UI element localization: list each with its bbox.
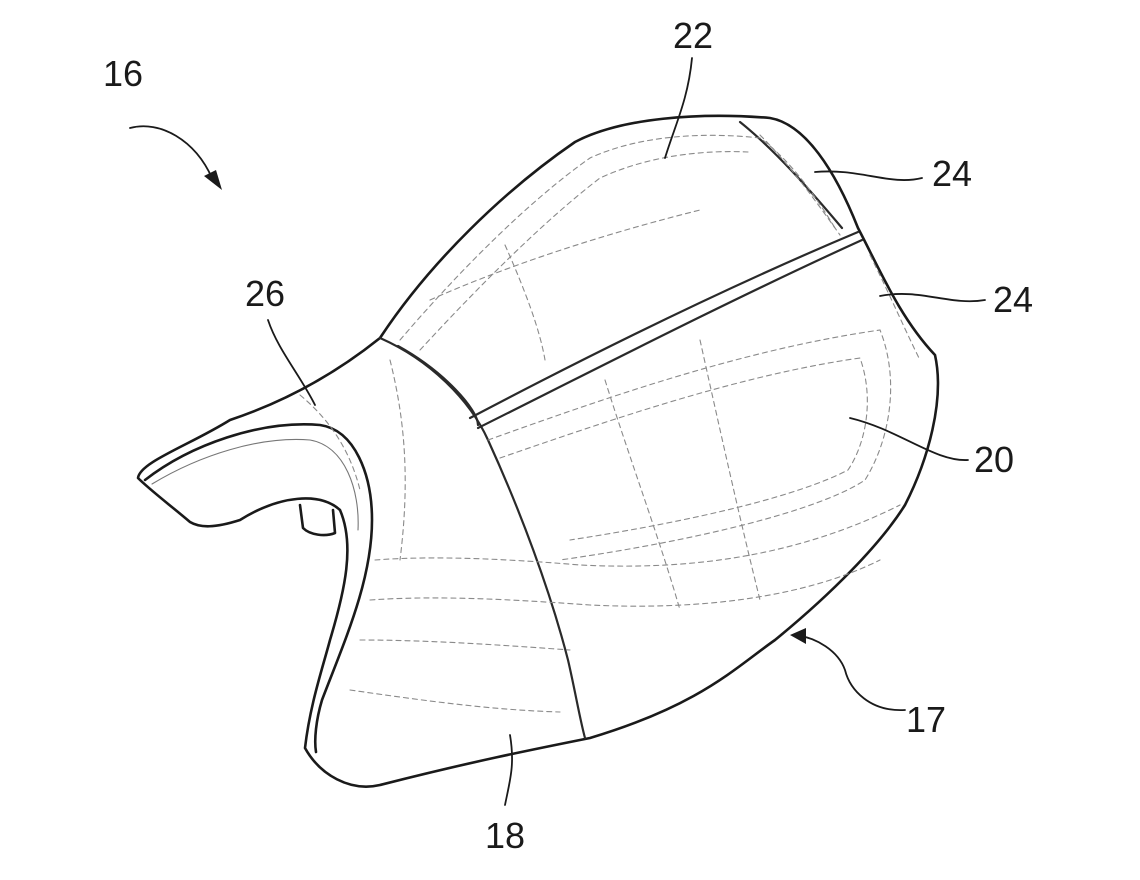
leader-22: [664, 57, 693, 159]
leader-26: [267, 319, 316, 406]
front-stitch-upper: [389, 359, 406, 561]
passenger-driver-seam: [468, 230, 860, 420]
label-20: 20: [974, 439, 1014, 480]
leader-17: [799, 635, 906, 711]
label-24-lower: 24: [993, 279, 1033, 320]
leader-20: [849, 417, 969, 461]
label-16: 16: [103, 53, 143, 94]
leader-24-upper: [814, 170, 923, 181]
leader-lines: [129, 57, 986, 806]
seat-outline: [136, 114, 940, 788]
sidewall-stitch-rear: [869, 254, 921, 361]
mounting-tab: [298, 503, 337, 537]
passenger-stitch-inner: [419, 151, 749, 351]
passenger-stitch-cross-2: [429, 209, 701, 301]
label-24-upper: 24: [932, 153, 972, 194]
label-26: 26: [245, 273, 285, 314]
tank-extension-edge: [143, 423, 374, 754]
tank-stitch: [299, 394, 361, 491]
driver-stitch-cross-2: [699, 339, 761, 601]
panel-seam-parallel: [396, 344, 480, 427]
front-inner-line: [151, 438, 359, 531]
passenger-stitch-outer: [399, 134, 836, 341]
front-stitch-4: [349, 689, 561, 713]
seat-seams: [378, 120, 864, 740]
front-stitch-3: [359, 639, 571, 651]
front-stitch-1: [374, 504, 901, 567]
leader-18: [504, 734, 513, 806]
stitch-lines: [299, 134, 921, 713]
seat-outer-contour: [136, 114, 940, 788]
front-stitch-2: [369, 559, 881, 607]
leader-16: [129, 125, 213, 179]
driver-stitch-outer: [487, 329, 892, 561]
passenger-driver-seam-2: [476, 238, 864, 430]
arrowhead-17: [790, 628, 806, 644]
label-18: 18: [485, 815, 525, 856]
reference-numerals: 16 17 18 20 22 24 24 26: [103, 15, 1033, 856]
arrowhead-16: [204, 170, 222, 190]
label-22: 22: [673, 15, 713, 56]
sidewall-stitch-rear-2: [759, 134, 841, 236]
label-17: 17: [906, 699, 946, 740]
driver-stitch-inner: [499, 357, 868, 541]
driver-stitch-cross: [604, 379, 681, 611]
leader-24-lower: [879, 293, 986, 303]
passenger-stitch-cross: [504, 244, 546, 361]
panel-seam-main: [378, 336, 587, 740]
